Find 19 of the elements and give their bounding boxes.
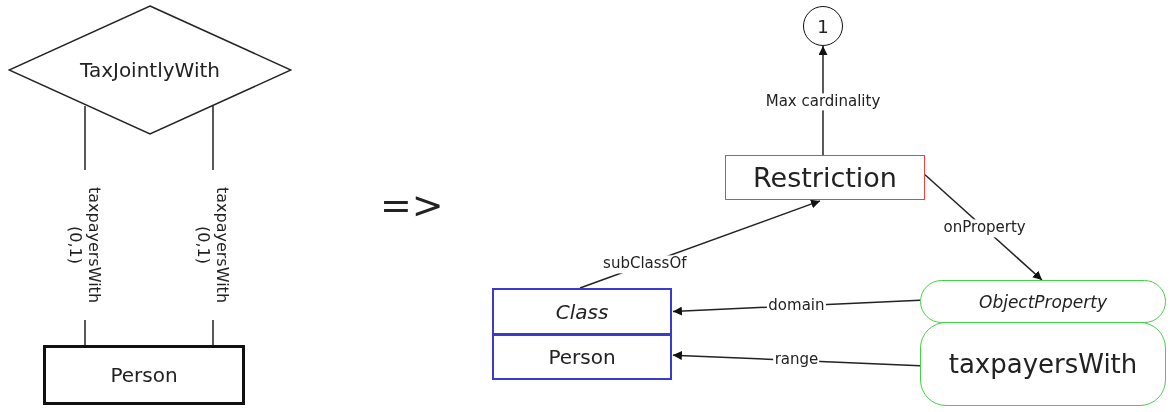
edge-label: onProperty bbox=[942, 219, 1027, 238]
node-label: 1 bbox=[817, 15, 829, 37]
edge-label: subClassOf bbox=[602, 255, 688, 274]
transformation-symbol: => bbox=[380, 186, 444, 224]
class-name-box bbox=[492, 334, 672, 380]
node-label: Person bbox=[548, 345, 616, 369]
restriction-box bbox=[725, 155, 925, 200]
node-label: TaxJointlyWith bbox=[80, 58, 220, 82]
property-name-box bbox=[920, 322, 1166, 406]
type-label: ObjectProperty bbox=[979, 291, 1107, 312]
type-label: Class bbox=[555, 299, 609, 324]
class-header-box bbox=[492, 288, 672, 335]
edge-label: Max cardinality bbox=[764, 92, 882, 111]
entity-box bbox=[43, 345, 245, 405]
node-label: Person bbox=[110, 363, 178, 387]
relationship-diamond bbox=[8, 5, 292, 135]
node-label: Restriction bbox=[753, 162, 897, 193]
node-label: taxpayersWith bbox=[948, 349, 1138, 379]
edge-label: range bbox=[773, 351, 820, 370]
